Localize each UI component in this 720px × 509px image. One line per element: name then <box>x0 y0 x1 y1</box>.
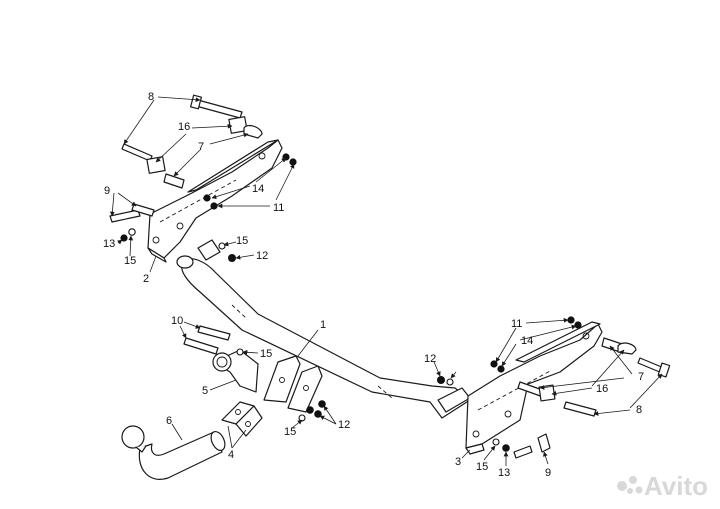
ball-hitch-part-6 <box>121 425 226 480</box>
middle-hardware <box>183 325 454 422</box>
callout-13-right: 13 <box>498 467 510 479</box>
callout-15-lower: 15 <box>284 426 296 438</box>
callout-15-left: 15 <box>124 255 136 267</box>
callout-9-left: 9 <box>104 185 110 197</box>
left-bracket-part-2 <box>147 139 283 263</box>
callout-9-right: 9 <box>545 467 551 479</box>
callout-12-lower: 12 <box>338 419 350 431</box>
callout-2: 2 <box>143 273 149 285</box>
socket-bracket-part-5 <box>212 349 259 393</box>
callout-12-right: 12 <box>424 353 436 365</box>
callout-5: 5 <box>202 385 208 397</box>
watermark-text: Avito <box>644 471 708 501</box>
callout-16-right: 16 <box>596 383 608 395</box>
callout-7-left: 7 <box>198 141 204 153</box>
callout-12-upper: 12 <box>256 250 268 262</box>
callout-15-bottom-right: 15 <box>476 461 488 473</box>
callout-11-right: 11 <box>511 318 522 330</box>
left-hardware <box>109 94 297 262</box>
callout-13-left: 13 <box>103 238 115 250</box>
callout-7-right: 7 <box>638 371 644 383</box>
callout-14-left: 14 <box>252 183 264 195</box>
callout-6: 6 <box>166 415 172 427</box>
plates-part-4 <box>221 355 323 437</box>
callout-15-mid: 15 <box>260 348 272 360</box>
watermark: Avito <box>617 471 708 501</box>
callout-11-left: 11 <box>273 202 284 214</box>
callout-15-upper: 15 <box>236 235 248 247</box>
callout-3: 3 <box>455 456 461 468</box>
right-bracket-part-3 <box>465 321 603 455</box>
callout-4: 4 <box>228 449 234 461</box>
callout-1: 1 <box>320 319 326 331</box>
leader-lines <box>109 96 663 466</box>
callout-8-left: 8 <box>148 91 154 103</box>
callout-labels: 1 2 3 4 5 6 7 7 8 8 9 9 10 11 11 12 12 1… <box>103 91 644 479</box>
right-hardware <box>490 316 671 459</box>
callout-10: 10 <box>171 315 183 327</box>
callout-8-right: 8 <box>636 404 642 416</box>
callout-14-right: 14 <box>521 335 533 347</box>
callout-16-left: 16 <box>178 121 190 133</box>
